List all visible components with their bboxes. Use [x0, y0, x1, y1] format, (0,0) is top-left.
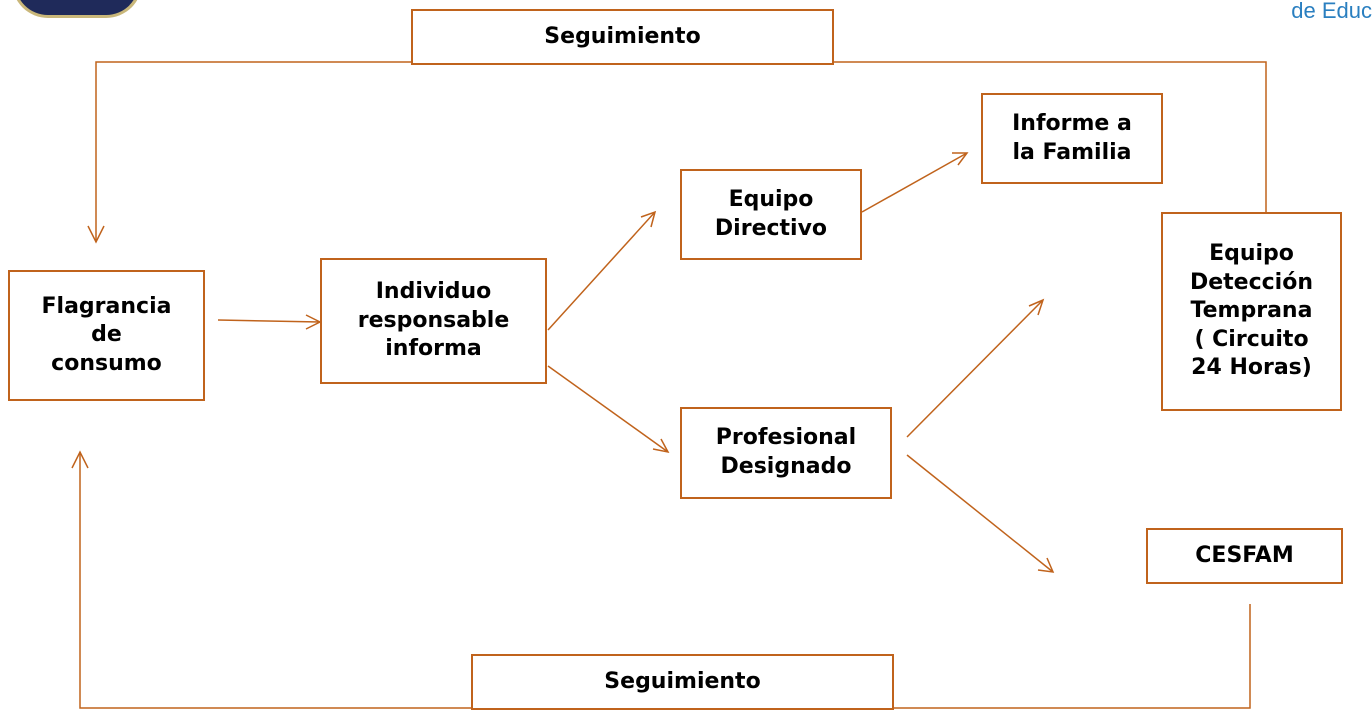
- box-equipo-directivo: Equipo Directivo: [680, 169, 862, 260]
- box-flagrancia-label: Flagrancia de consumo: [41, 293, 172, 376]
- arrowhead-individuo-directivo: [640, 210, 657, 228]
- box-cesfam: CESFAM: [1146, 528, 1343, 584]
- connector-individuo-profesional: [547, 365, 669, 453]
- arrowhead-profesional-cesfam: [1037, 557, 1055, 573]
- arrowhead-profesional-deteccion: [1028, 298, 1045, 316]
- header-corner-text: de Educ: [1291, 0, 1372, 23]
- box-equipo-deteccion-label: Equipo Detección Temprana ( Circuito 24 …: [1189, 241, 1314, 381]
- box-individuo-label: Individuo responsable informa: [357, 279, 510, 362]
- connector-profesional-deteccion: [906, 299, 1044, 438]
- box-seguimiento-top-label: Seguimiento: [544, 23, 701, 49]
- box-flagrancia: Flagrancia de consumo: [8, 270, 205, 401]
- box-informe-familia-label: Informe a la Familia: [1012, 110, 1132, 165]
- connector-flagrancia-individuo: [217, 319, 321, 323]
- box-seguimiento-bottom-label: Seguimiento: [604, 668, 761, 694]
- connector-directivo-informe: [861, 152, 968, 213]
- box-seguimiento-top: Seguimiento: [411, 9, 834, 65]
- box-profesional-label: Profesional Designado: [715, 425, 857, 479]
- connector-individuo-directivo: [547, 211, 656, 331]
- box-equipo-directivo-label: Equipo Directivo: [714, 186, 828, 241]
- arrowhead-top-loop: [87, 225, 105, 244]
- arrowhead-individuo-profesional: [652, 438, 670, 454]
- connector-profesional-cesfam: [906, 454, 1054, 573]
- box-seguimiento-bottom: Seguimiento: [471, 654, 894, 710]
- box-informe-familia: Informe a la Familia: [981, 93, 1163, 184]
- box-individuo: Individuo responsable informa: [320, 258, 547, 384]
- arrowhead-bottom-loop: [71, 450, 89, 469]
- arrowhead-directivo-informe: [952, 152, 969, 166]
- box-cesfam-label: CESFAM: [1195, 542, 1294, 568]
- box-equipo-deteccion: Equipo Detección Temprana ( Circuito 24 …: [1161, 212, 1342, 411]
- box-profesional: Profesional Designado: [680, 407, 892, 499]
